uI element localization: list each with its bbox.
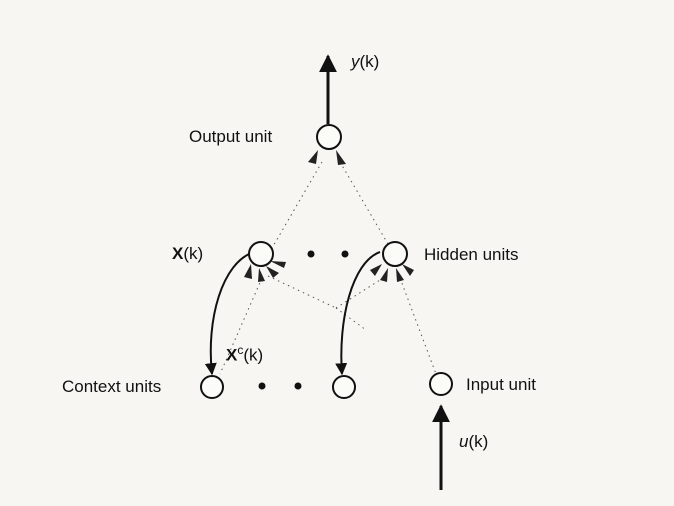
context-state-superscript: c [237, 343, 244, 357]
output-signal-label: y(k) [351, 52, 379, 72]
output-unit-label: Output unit [189, 127, 273, 146]
context-unit-1 [200, 375, 224, 399]
state-label: X(k) [172, 244, 203, 264]
connection-input-hidden2 [399, 277, 437, 375]
hidden2-input-arrowheads [370, 264, 414, 282]
input-unit-label: Input unit [466, 375, 536, 394]
connection-hidden1-output [271, 161, 323, 249]
hidden-ellipsis-dot [307, 250, 315, 258]
state-arg: (k) [183, 244, 204, 263]
context-units-label: Context units [62, 377, 162, 396]
connection-hidden1-cross [267, 275, 337, 309]
hidden-units-label: Hidden units [424, 245, 519, 264]
context-ellipsis-dot [294, 382, 302, 390]
output-signal-symbol: y [351, 52, 360, 71]
connection-hidden2-output [339, 161, 389, 245]
ellipsis-dots [258, 250, 349, 390]
output-input-arrowheads [308, 150, 346, 165]
context-unit-2 [332, 375, 356, 399]
weight-connections [219, 161, 437, 375]
hidden-unit-2 [382, 241, 408, 267]
input-unit [429, 372, 453, 396]
hidden-unit-1 [248, 241, 274, 267]
output-unit [316, 124, 342, 150]
hidden1-input-arrowheads [244, 261, 286, 282]
connection-context1-hidden1 [219, 277, 263, 375]
connection-hidden2-cross [335, 279, 381, 309]
state-symbol: X [172, 244, 184, 263]
context-state-symbol: X [226, 345, 238, 365]
context-state-label: Xc(k) [226, 340, 263, 366]
connection-cross-lower [335, 307, 367, 331]
recurrent-copy-arrow-2 [335, 251, 381, 376]
input-signal-arg: (k) [468, 432, 489, 451]
context-state-arg: (k) [243, 345, 264, 365]
recurrent-copy-arrow-1 [204, 251, 255, 376]
input-signal-symbol: u [459, 432, 469, 451]
output-signal-arg: (k) [359, 52, 380, 71]
input-signal-label: u(k) [459, 432, 488, 452]
context-ellipsis-dot [258, 382, 266, 390]
hidden-ellipsis-dot [341, 250, 349, 258]
